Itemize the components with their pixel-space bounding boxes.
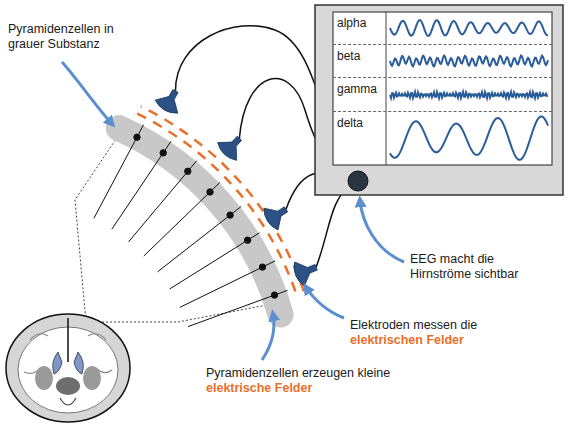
eeg-waves (390, 56, 548, 67)
electrodes (153, 85, 321, 288)
callout-text: EEG macht die Hirnströme sichtbar (410, 252, 542, 282)
electrodes (215, 129, 249, 163)
electrodes (291, 255, 321, 287)
eeg-screen (333, 12, 552, 165)
pyramidal-cells (227, 212, 233, 218)
pyramidal-cells (185, 168, 191, 174)
eeg-waves (390, 20, 548, 36)
electric-field (137, 106, 305, 298)
callout-text: elektrische Felder (206, 381, 312, 396)
pyramidal-cells (207, 189, 213, 195)
pyramidal-cells (94, 125, 288, 327)
eeg-band: beta (333, 45, 552, 78)
electric-field (141, 106, 306, 295)
zoom-wedge (75, 130, 122, 322)
eeg-monitor (315, 5, 563, 195)
pyramidal-cells (129, 171, 188, 242)
brain-section (24, 334, 112, 374)
eeg-band: gamma (333, 78, 552, 112)
electrodes (291, 255, 321, 287)
brain-section (35, 366, 53, 390)
callout-text: Pyramidenzellen in grauer Substanz (8, 22, 133, 52)
callout-arrows (62, 62, 112, 124)
callout-text: Pyramidenzellen erzeugen kleine (206, 366, 390, 381)
pyramidal-cells (94, 137, 137, 218)
callout-arrows (262, 314, 274, 360)
band-name: beta (337, 49, 360, 63)
brain-section (60, 398, 76, 405)
electrodes (215, 129, 249, 163)
eeg-band: alpha (333, 12, 552, 45)
electrode-wires (316, 186, 350, 267)
screen-divider (386, 12, 387, 165)
brain-section (56, 377, 80, 395)
callout-arrows (360, 200, 404, 262)
brain-section (53, 352, 62, 374)
brain-section (83, 366, 101, 390)
brain-section (67, 318, 69, 362)
grey-matter (119, 128, 281, 314)
pyramidal-cells (188, 295, 275, 327)
brain-section (74, 352, 83, 374)
electrodes (153, 85, 187, 117)
callout-arrows (306, 287, 344, 318)
plug-socket (348, 171, 368, 191)
pyramidal-cells (112, 153, 163, 229)
callout-text: elektrischen Felder (350, 333, 464, 348)
eeg-waves (390, 20, 548, 160)
electric-field (137, 114, 298, 299)
pyramidal-cells (170, 240, 248, 289)
callout-arrows (62, 62, 404, 360)
pyramidal-cells (144, 192, 210, 256)
brain-section (6, 314, 130, 422)
eeg-waves (390, 117, 548, 160)
callout-text: Elektroden messen die (350, 318, 477, 333)
pyramidal-cells (271, 292, 277, 298)
eeg-waves (390, 92, 548, 98)
eeg-band: delta (333, 112, 552, 165)
band-name: alpha (337, 16, 366, 30)
electrodes (153, 85, 187, 117)
pyramidal-cells (180, 267, 263, 307)
pyramidal-cells (158, 215, 231, 272)
electrodes (260, 198, 293, 232)
band-name: delta (337, 116, 363, 130)
pyramidal-cells (244, 237, 250, 243)
electrodes (260, 198, 293, 232)
brain-section (6, 314, 130, 422)
pyramidal-cells (134, 134, 140, 140)
pyramidal-cells (160, 150, 166, 156)
band-name: gamma (337, 82, 377, 96)
pyramidal-cells (259, 264, 265, 270)
